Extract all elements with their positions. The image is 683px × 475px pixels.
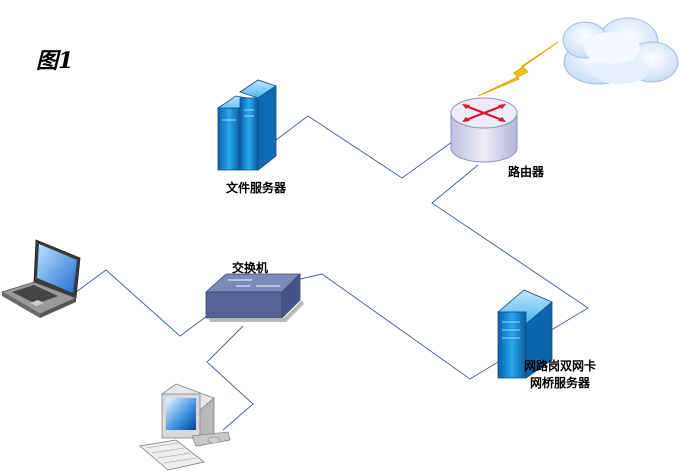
lightning-icon <box>477 41 559 97</box>
router-icon <box>450 97 518 163</box>
figure-label: 图1 <box>36 48 73 74</box>
router-label: 路由器 <box>508 164 545 179</box>
link-switch-bridge <box>295 273 499 380</box>
switch-icon <box>204 273 304 322</box>
network-links <box>75 115 589 431</box>
link-switch-desktop <box>206 325 254 431</box>
link-fileserver-router <box>275 115 453 179</box>
link-laptop-switch <box>75 269 208 337</box>
file-server-icon <box>216 79 277 171</box>
bridge-server-label-line1: 网路岗双网卡 <box>524 358 596 373</box>
desktop-pc-icon <box>139 383 231 471</box>
link-router-bridge <box>431 164 589 333</box>
bridge-server-label-line2: 网桥服务器 <box>530 375 591 390</box>
laptop-icon <box>1 239 81 318</box>
switch-label: 交换机 <box>232 260 268 275</box>
cloud-icon <box>562 17 679 85</box>
bridge-server-icon <box>497 289 553 379</box>
file-server-label: 文件服务器 <box>226 180 287 195</box>
